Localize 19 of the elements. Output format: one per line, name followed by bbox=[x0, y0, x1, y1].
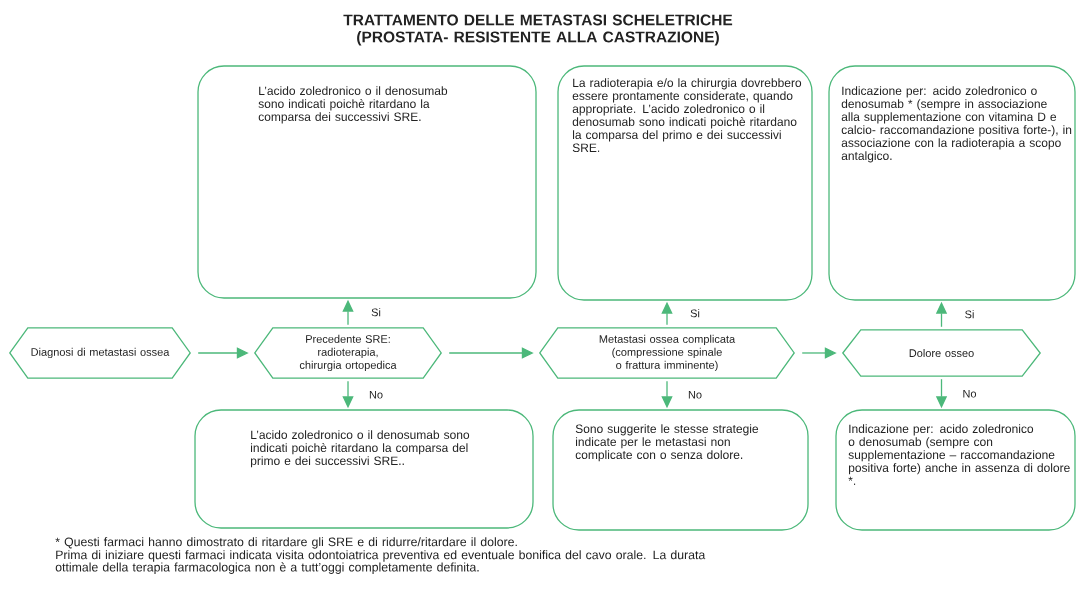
decision-hexagon: Metastasi ossea complicata (compressione spinale o frattura imminente) bbox=[539, 327, 795, 379]
edge-label: Si bbox=[965, 310, 974, 319]
edge-label: No bbox=[963, 389, 977, 398]
text-box: Indicazione per: acido zoledronico o denosumab * (sempre in associazione alla supplementazione con vitamina D e calcio- raccomandazione positiva forte-), in associazione con la radioterapia a scopo antalgico. bbox=[828, 65, 1076, 301]
edge-label: No bbox=[688, 390, 702, 399]
edge-label: No bbox=[369, 390, 383, 399]
text-box: La radioterapia e/o la chirurgia dovrebbero essere prontamente considerate, quando appropriate. L’acido zoledronico o il denosumab sono indicati poichè ritardano la comparsa del primo e dei successivi SRE. bbox=[557, 65, 813, 301]
edge-label: Si bbox=[690, 309, 700, 318]
decision-hexagon: Precedente SRE: radioterapia, chirurgia ortopedica bbox=[254, 327, 442, 379]
text-box: L’acido zoledronico o il denosumab sono indicati poichè ritardano la comparsa dei successivi SRE. bbox=[197, 65, 537, 299]
footnote: Prima di iniziare questi farmaci indicata visita odontoiatrica preventiva ed eventuale bonifica del cavo orale. La durata ottimale della terapia farmacologica non è a tutt’oggi completamente definita. bbox=[55, 550, 706, 574]
text-box: Sono suggerite le stesse strategie indicate per le metastasi non complicate con o senza dolore. bbox=[552, 409, 809, 531]
footnote: * Questi farmaci hanno dimostrato di ritardare gli SRE e di ridurre/ritardare il dolore. bbox=[55, 537, 517, 549]
edge-label: Si bbox=[371, 308, 381, 317]
decision-hexagon: Dolore osseo bbox=[842, 329, 1042, 377]
text-box: Indicazione per: acido zoledronico o denosumab (sempre con supplementazione – raccomandazione positiva forte) anche in assenza di dolore *. bbox=[835, 409, 1076, 531]
decision-hexagon: Diagnosi di metastasi ossea bbox=[9, 327, 191, 379]
text-box: L’acido zoledronico o il denosumab sono indicati poichè ritardano la comparsa del primo e dei successivi SRE.. bbox=[194, 409, 534, 529]
title: TRATTAMENTO DELLE METASTASI SCHELETRICHE (PROSTATA- RESISTENTE ALLA CASTRAZIONE) bbox=[343, 14, 733, 46]
